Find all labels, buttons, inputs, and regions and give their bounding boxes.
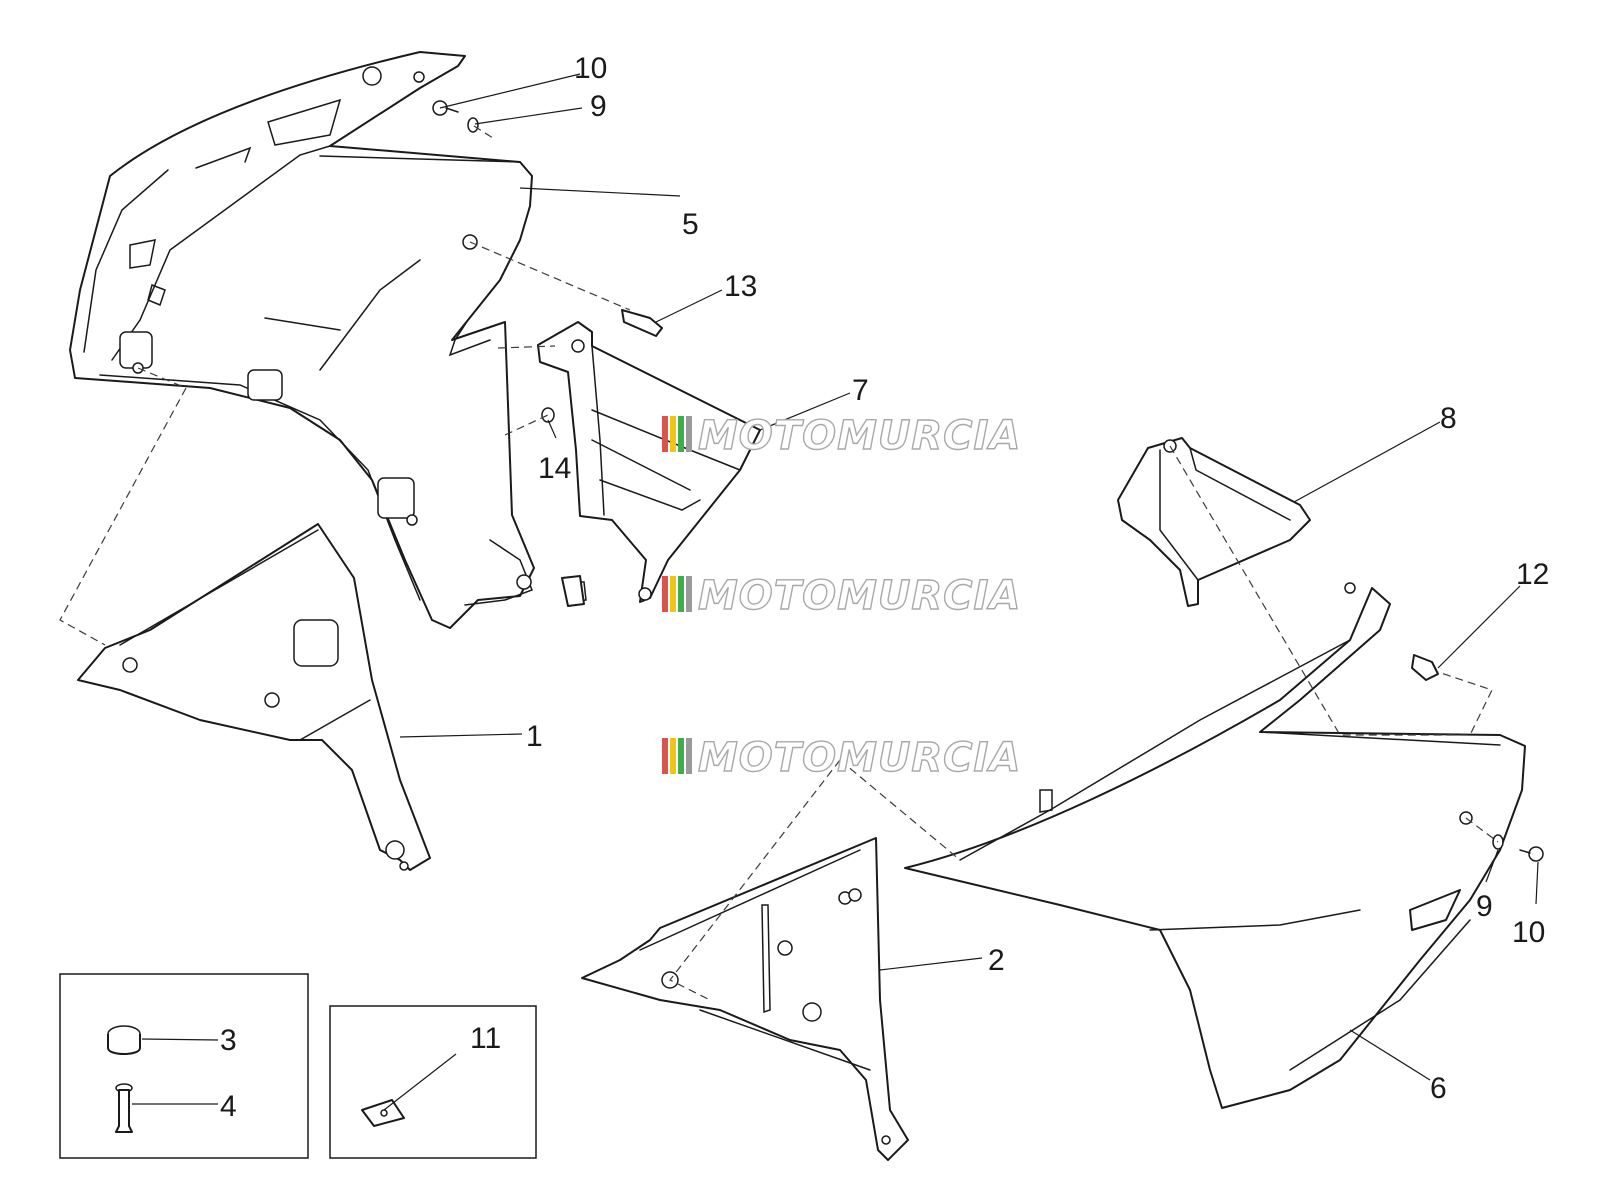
side-panel-part-6 (904, 582, 1526, 1109)
watermark-stripe (662, 416, 668, 452)
watermark-stripe (686, 576, 692, 612)
callout-10-right: 10 (1512, 916, 1545, 949)
watermark-stripe (686, 738, 692, 774)
bolt-part-12 (1411, 654, 1439, 681)
watermark-1: MOTOMURCIA (662, 412, 1021, 460)
callout-5: 5 (682, 208, 699, 241)
callout-labels: 10 9 5 13 7 14 8 12 1 2 9 10 6 3 4 11 (220, 52, 1549, 1123)
callout-4: 4 (220, 1090, 237, 1123)
watermark-stripe (662, 738, 668, 774)
grommet-part-3 (107, 1025, 141, 1055)
callout-1: 1 (526, 720, 543, 753)
callout-3: 3 (220, 1024, 237, 1057)
watermark-stripe (678, 738, 684, 774)
watermark-stripe (678, 416, 684, 452)
assembly-lines (59, 125, 1499, 1001)
watermark-stripe (670, 576, 676, 612)
callout-12: 12 (1516, 558, 1549, 591)
lower-panel-part-2 (581, 837, 909, 1161)
callout-2: 2 (988, 944, 1005, 977)
pin-part-4 (115, 1083, 133, 1133)
watermark-stripe (686, 416, 692, 452)
watermark-3: MOTOMURCIA (662, 734, 1021, 782)
watermark-stripe (670, 738, 676, 774)
hardware-box-left (59, 973, 309, 1159)
grommet-part-14 (541, 407, 555, 423)
callout-10-top: 10 (574, 52, 607, 85)
callout-9-right: 9 (1476, 890, 1493, 923)
leader-lines (132, 73, 1539, 1111)
callout-9-top: 9 (590, 90, 607, 123)
lower-panel-part-1 (77, 523, 431, 871)
clip-nut-part-11 (361, 1099, 405, 1127)
callout-13: 13 (724, 270, 757, 303)
callout-14: 14 (538, 452, 571, 485)
watermark-text: MOTOMURCIA (698, 573, 1021, 619)
hardware-box-right (329, 1005, 537, 1159)
upper-fairing-part-5 (69, 51, 535, 629)
watermark-text: MOTOMURCIA (698, 413, 1021, 459)
callout-6: 6 (1430, 1072, 1447, 1105)
callout-7: 7 (852, 374, 869, 407)
screw-part-10-right (1519, 846, 1544, 862)
watermark-2: MOTOMURCIA (662, 572, 1021, 620)
small-bracket-part-8 (1117, 437, 1311, 607)
watermark-stripe (678, 576, 684, 612)
clip-nut-loose (561, 575, 585, 607)
watermark-stripe (670, 416, 676, 452)
washer-part-9-top (467, 117, 479, 133)
screw-part-10-top (432, 100, 459, 116)
callout-8: 8 (1440, 402, 1457, 435)
watermark-text: MOTOMURCIA (698, 735, 1021, 781)
callout-11: 11 (470, 1022, 501, 1055)
spacer-part-13 (621, 309, 663, 337)
watermark-stripe (662, 576, 668, 612)
